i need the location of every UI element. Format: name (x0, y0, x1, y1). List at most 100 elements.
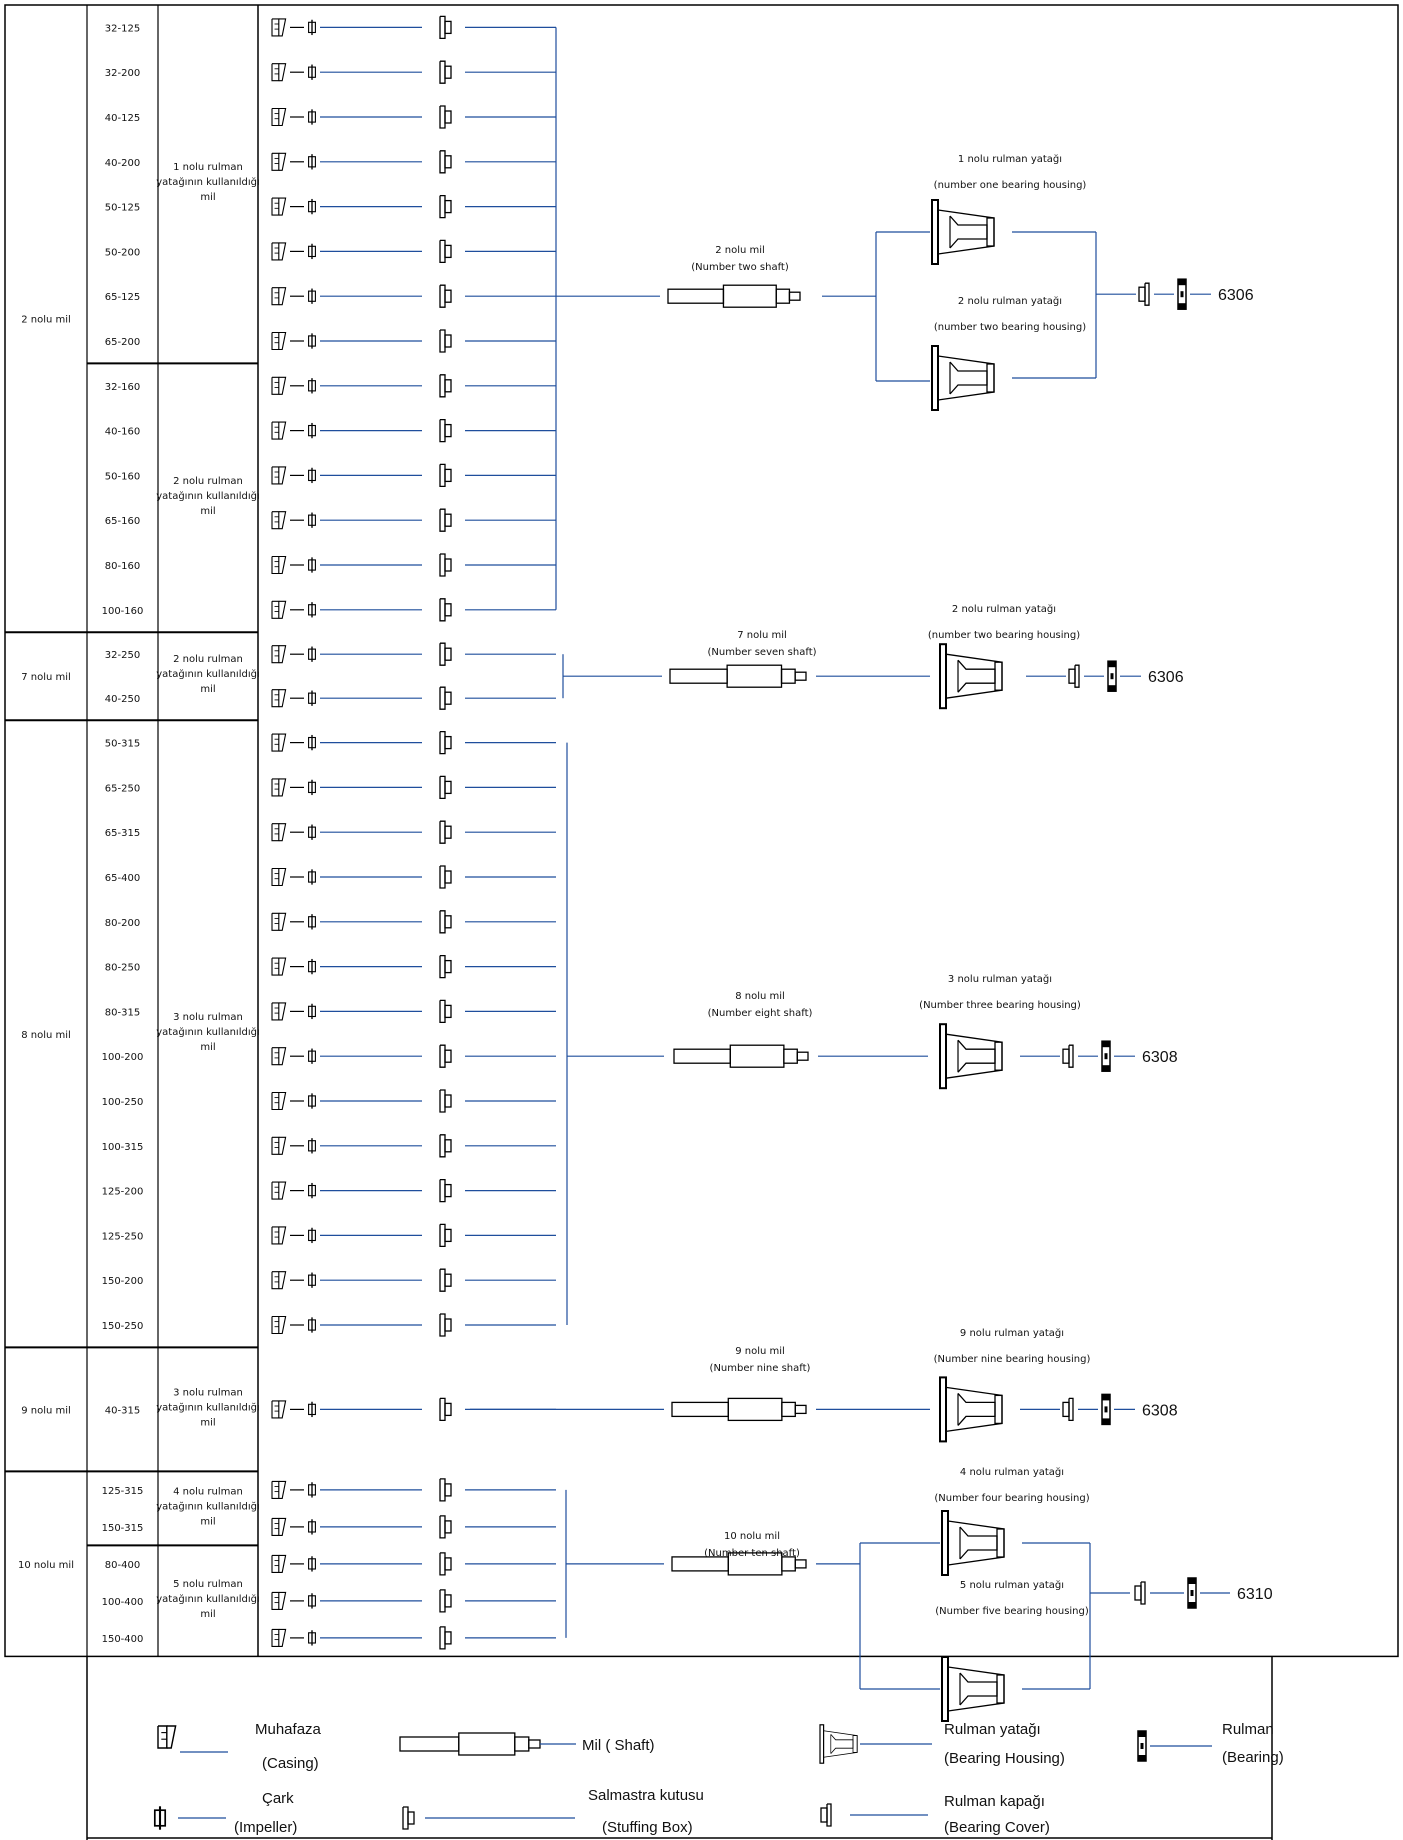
impeller-icon (153, 1806, 167, 1830)
casing-icon (271, 1181, 287, 1200)
model-code: 65-160 (105, 516, 140, 527)
bearing-housing-icon (931, 199, 995, 265)
casing-icon (271, 1091, 287, 1111)
bearing-housing-icon (819, 1724, 858, 1764)
model-code: 50-125 (105, 203, 140, 214)
bearing-note: 5 nolu rulman (173, 1579, 243, 1590)
model-code: 100-400 (102, 1597, 144, 1608)
casing-icon (271, 376, 287, 395)
legend-shaft: Mil ( Shaft) (582, 1737, 655, 1754)
casing-icon (271, 1591, 287, 1610)
stuffing-box-icon (439, 820, 452, 844)
part-row (271, 194, 556, 219)
model-code: 65-200 (105, 337, 140, 348)
bearing-code: 6306 (1218, 287, 1254, 304)
impeller-icon (308, 378, 316, 394)
part-row (271, 1626, 556, 1650)
legend-bearing-en: (Bearing) (1222, 1749, 1284, 1766)
part-row (271, 999, 556, 1024)
housing-label: 2 nolu rulman yatağı (952, 603, 1056, 615)
bearing-housing-icon (939, 643, 1003, 710)
part-row (271, 1134, 556, 1158)
legend-stuffing-box: Salmastra kutusu (588, 1787, 704, 1804)
bearing-note: mil (200, 1417, 215, 1428)
model-code: 150-200 (102, 1276, 144, 1287)
legend-casing-en: (Casing) (262, 1755, 319, 1772)
model-code: 100-250 (102, 1097, 144, 1108)
part-row (271, 865, 556, 889)
bearing-housing-icon (931, 345, 995, 411)
bearing-code: 6308 (1142, 1402, 1178, 1419)
casing-icon (271, 555, 287, 575)
impeller-icon (308, 824, 316, 840)
stuffing-box-icon (402, 1806, 415, 1830)
main-frame (4, 4, 1399, 1658)
model-code: 125-200 (102, 1187, 144, 1198)
bearing-note: yatağının kullanıldığı (156, 1500, 260, 1512)
casing-icon (271, 152, 287, 171)
stuffing-box-icon (439, 329, 452, 353)
part-row (271, 553, 556, 577)
part-row (271, 910, 556, 934)
stuffing-box-icon (439, 1397, 452, 1422)
shaft-label-en: (Number two shaft) (691, 262, 789, 273)
model-code: 150-400 (102, 1634, 144, 1645)
model-code: 80-400 (105, 1560, 140, 1571)
stuffing-box-icon (439, 1589, 452, 1613)
casing-icon (271, 645, 287, 664)
bearing-housing-icon (939, 1023, 1003, 1090)
legend-bearing-housing: Rulman yatağı (944, 1721, 1041, 1738)
casing-icon (271, 107, 287, 127)
stuffing-box-icon (439, 1268, 452, 1292)
model-code: 65-400 (105, 873, 140, 884)
impeller-icon (308, 690, 316, 706)
stuffing-box-icon (439, 508, 452, 532)
shaft-label-en: (Number nine shaft) (710, 1363, 811, 1374)
stuffing-box-icon (439, 374, 452, 398)
part-row (271, 1478, 556, 1502)
stuffing-box-icon (439, 775, 452, 800)
impeller-icon (308, 958, 316, 975)
bearing-cover-icon (1068, 664, 1080, 688)
part-row (271, 686, 556, 710)
stuffing-box-icon (439, 1626, 452, 1650)
stuffing-box-icon (439, 1223, 452, 1248)
casing-icon (271, 1480, 287, 1499)
impeller-icon (308, 914, 316, 930)
shaft-label: 7 nolu mil (737, 630, 787, 641)
model-code: 80-160 (105, 561, 140, 572)
model-code: 32-160 (105, 382, 140, 393)
housing-label-en: (Number five bearing housing) (935, 1606, 1089, 1617)
impeller-icon (308, 1003, 316, 1020)
legend-stuffing-box-en: (Stuffing Box) (602, 1819, 693, 1836)
legend: Muhafaza(Casing)Çark(Impeller)Mil ( Shaf… (86, 1656, 1284, 1840)
model-code: 150-315 (102, 1523, 144, 1534)
stuffing-box-icon (439, 598, 452, 622)
bearing-icon (1137, 1730, 1147, 1762)
impeller-icon (308, 467, 316, 484)
impeller-icon (308, 1593, 316, 1609)
stuffing-box-icon (439, 865, 452, 889)
housing-label-en: (number two bearing housing) (928, 630, 1080, 641)
impeller-icon (308, 422, 316, 439)
legend-bearing-cover: Rulman kapağı (944, 1793, 1045, 1810)
bearing-note: yatağının kullanıldığı (156, 1401, 260, 1413)
stuffing-box-icon (439, 1044, 452, 1068)
bearing-housing-icon (939, 1376, 1003, 1443)
part-row (271, 598, 556, 622)
housing-label: 2 nolu rulman yatağı (958, 295, 1062, 307)
bearing-note: 3 nolu rulman (173, 1012, 243, 1023)
bearing-note: mil (200, 684, 215, 695)
casing-icon (271, 912, 287, 931)
bearing-note: 3 nolu rulman (173, 1387, 243, 1398)
casing-icon (271, 867, 287, 887)
bearing-icon (1101, 1393, 1111, 1426)
stuffing-box-icon (439, 60, 452, 84)
stuffing-box-icon (439, 284, 452, 308)
legend-bearing-cover-en: (Bearing Cover) (944, 1819, 1050, 1836)
bearing-note: 1 nolu rulman (173, 162, 243, 173)
impeller-icon (308, 1093, 316, 1109)
model-code: 32-200 (105, 68, 140, 79)
stuffing-box-icon (439, 730, 452, 755)
impeller-icon (308, 1401, 316, 1418)
